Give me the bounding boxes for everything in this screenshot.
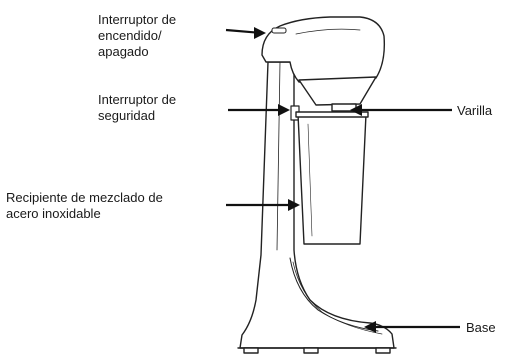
base-contour-line — [289, 257, 379, 332]
cup-rim — [295, 111, 369, 118]
mixing-cup-arrowhead — [288, 199, 300, 211]
mixing-cup-label: Recipiente de mezclado de acero inoxidab… — [6, 190, 163, 222]
power-switch-label-line-2: encendido/ — [98, 28, 162, 43]
safety-switch-label: Interruptor de seguridad — [98, 92, 176, 124]
base-label: Base — [466, 320, 496, 335]
mixing-cup-label-line-1: Recipiente de mezclado de — [6, 190, 163, 205]
head-highlight — [295, 28, 361, 35]
mixing-cup-label-line-2: acero inoxidable — [6, 206, 101, 221]
motor-housing — [298, 76, 377, 106]
power-switch-label-line-3: apagado — [98, 44, 149, 59]
base-arrowhead — [364, 321, 376, 333]
power-switch-label: Interruptor de encendido/ apagado — [98, 12, 176, 60]
base-contour-line-2 — [292, 261, 383, 335]
safety-switch-label-line-1: Interruptor de — [98, 92, 177, 107]
base-foot-mid — [303, 347, 319, 354]
mixer-head — [261, 16, 386, 83]
power-switch-label-line-1: Interruptor de — [98, 12, 177, 27]
safety-switch-arrowhead — [278, 104, 290, 116]
base-foot-left — [243, 347, 259, 354]
spindle-arrowhead — [350, 104, 362, 116]
base-foot-right — [375, 347, 391, 354]
safety-switch-label-line-2: seguridad — [98, 108, 156, 123]
cup-shine — [307, 123, 313, 237]
column-inner-edge — [276, 61, 281, 251]
power-switch-toggle — [271, 27, 287, 34]
spindle-label: Varilla — [457, 103, 493, 118]
power-switch-arrowhead — [254, 27, 266, 39]
